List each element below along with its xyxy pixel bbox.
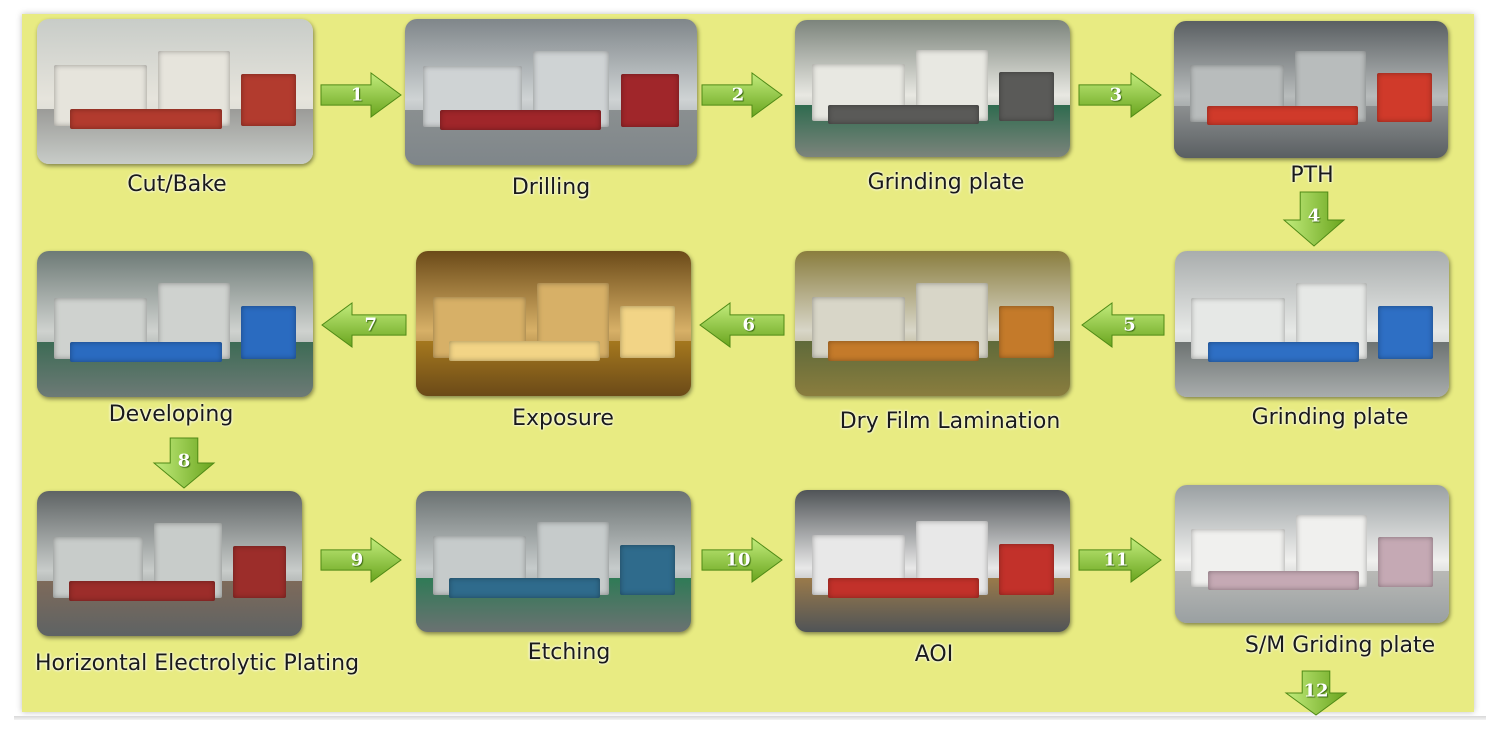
developing-label: Developing (108, 402, 234, 427)
arrow-body (699, 302, 785, 348)
arrow-5: 5 (1081, 302, 1165, 348)
arrow-shape (152, 437, 216, 489)
arrow-1-number: 1 (350, 84, 364, 106)
bottom-divider (14, 716, 1486, 720)
photo-machine (828, 578, 980, 598)
arrow-7-number: 7 (364, 314, 377, 336)
photo-machine (1377, 306, 1433, 360)
arrow-body (1081, 302, 1165, 348)
arrow-2-number: 2 (731, 84, 745, 106)
etching-label: Etching (527, 640, 611, 665)
arrow-shape (1284, 670, 1348, 716)
photo-machine (1207, 570, 1359, 590)
grinding-plate-1-label: Grinding plate (867, 170, 1025, 195)
arrow-shape (320, 537, 402, 583)
photo-machine (233, 546, 287, 599)
arrow-body (152, 437, 216, 489)
photo-machine (68, 580, 215, 602)
arrow-9-number: 9 (350, 549, 364, 571)
arrow-4: 4 (1282, 191, 1346, 247)
arrow-shape (701, 72, 783, 118)
arrow-8-number: 8 (177, 450, 191, 471)
arrow-body (1284, 670, 1348, 716)
aoi-label: AOI (914, 642, 954, 667)
arrow-body (320, 537, 402, 583)
arrow-shape (1078, 72, 1162, 118)
arrow-shape (701, 537, 783, 583)
arrow-3: 3 (1078, 72, 1162, 118)
arrow-10: 10 (701, 537, 783, 583)
cut-bake-label: Cut/Bake (127, 172, 227, 197)
arrow-body (701, 72, 783, 118)
photo-machine (1377, 537, 1433, 588)
arrow-11: 11 (1078, 537, 1162, 583)
exposure-label: Exposure (512, 406, 614, 431)
photo-machine (828, 104, 980, 125)
arrow-3-number: 3 (1109, 84, 1123, 106)
arrow-body (701, 537, 783, 583)
horizontal-electrolytic-plating-photo (37, 491, 302, 636)
photo-machine (619, 306, 675, 359)
arrow-shape (1282, 191, 1346, 247)
arrow-6-number: 6 (742, 314, 755, 336)
pth-label: PTH (1290, 163, 1334, 188)
dry-film-lamination-label: Dry Film Lamination (839, 409, 1061, 434)
arrow-11-number: 11 (1103, 549, 1129, 571)
drilling-label: Drilling (511, 175, 591, 200)
grinding-plate-2-label: Grinding plate (1251, 405, 1409, 430)
arrow-body (1282, 191, 1346, 247)
arrow-body (1078, 537, 1162, 583)
arrow-body (321, 302, 407, 348)
aoi-photo (795, 490, 1070, 632)
etching-photo (416, 491, 691, 632)
arrow-4-number: 4 (1307, 205, 1321, 227)
arrow-5-number: 5 (1123, 314, 1136, 336)
pth-photo (1174, 21, 1448, 158)
photo-machine (70, 341, 222, 362)
photo-machine (241, 74, 297, 127)
photo-machine (449, 340, 601, 362)
arrow-shape (1078, 537, 1162, 583)
arrow-shape (1081, 302, 1165, 348)
photo-machine (998, 543, 1054, 596)
photo-machine (70, 108, 222, 130)
dry-film-lamination-photo (795, 251, 1070, 396)
sm-griding-plate-photo (1175, 485, 1449, 623)
arrow-8: 8 (152, 437, 216, 489)
arrow-shape (320, 72, 402, 118)
photo-machine (998, 306, 1054, 359)
arrow-body (1078, 72, 1162, 118)
sm-griding-plate-label: S/M Griding plate (1244, 633, 1436, 658)
exposure-photo (416, 251, 691, 396)
photo-machine (241, 306, 297, 360)
photo-machine (1206, 105, 1358, 126)
arrow-shape (321, 302, 407, 348)
developing-photo (37, 251, 313, 397)
arrow-10-number: 10 (725, 549, 751, 571)
grinding-plate-2-photo (1175, 251, 1449, 397)
photo-machine (621, 74, 680, 128)
photo-machine (449, 578, 601, 599)
drilling-photo (405, 19, 697, 165)
horizontal-electrolytic-plating-label: Horizontal Electrolytic Plating (34, 651, 360, 676)
arrow-7: 7 (321, 302, 407, 348)
photo-machine (1207, 341, 1359, 362)
arrow-body (320, 72, 402, 118)
arrow-shape (699, 302, 785, 348)
arrow-12: 12 (1284, 670, 1348, 716)
arrow-12-number: 12 (1303, 680, 1329, 702)
photo-machine (1376, 73, 1432, 123)
photo-machine (998, 72, 1054, 122)
photo-machine (828, 340, 980, 362)
arrow-2: 2 (701, 72, 783, 118)
photo-machine (619, 544, 675, 596)
photo-machine (440, 109, 601, 130)
grinding-plate-1-photo (795, 20, 1070, 157)
arrow-9: 9 (320, 537, 402, 583)
arrow-6: 6 (699, 302, 785, 348)
arrow-1: 1 (320, 72, 402, 118)
cut-bake-photo (37, 19, 313, 164)
